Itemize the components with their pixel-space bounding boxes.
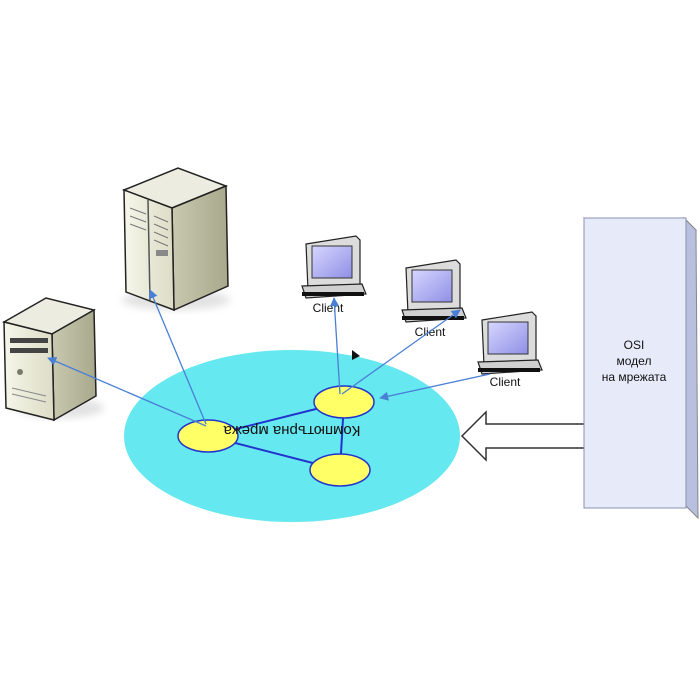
- arrow-from-client-3: [379, 373, 491, 401]
- rack-vents: [129, 207, 169, 247]
- node-left: [177, 419, 239, 453]
- arrow-to-client-1: [329, 297, 341, 395]
- connection-arrows: [47, 289, 491, 427]
- client-label-1: Client: [313, 301, 344, 315]
- arrow-to-tower-server: [47, 357, 207, 427]
- osi-box-face: [583, 217, 687, 509]
- node-top: [313, 385, 375, 419]
- server-rack-top: [121, 167, 230, 312]
- arrow-to-client-2: [341, 309, 461, 395]
- osi-label-line2: модел: [617, 354, 652, 368]
- network-cloud: [124, 350, 460, 522]
- node-bottom: [309, 453, 371, 487]
- client-computer-1: [301, 235, 367, 299]
- client-label-2: Client: [415, 325, 446, 339]
- client-label-3: Client: [490, 375, 521, 389]
- osi-model-box: OSI модел на мрежата: [582, 216, 699, 520]
- server-tower-left: [2, 297, 104, 422]
- osi-label-line1: OSI: [624, 338, 645, 352]
- network-mark: [352, 350, 360, 360]
- server-vent: [11, 387, 47, 403]
- network-ellipse: [124, 350, 460, 522]
- network-nodes: [177, 385, 375, 487]
- client-computer-3: [477, 311, 543, 375]
- network-label: Компютърна мрежа: [223, 422, 361, 439]
- arrow-to-rack-server: [148, 289, 207, 425]
- client-computer-2: [401, 259, 467, 323]
- osi-label-line3: на мрежата: [602, 370, 667, 384]
